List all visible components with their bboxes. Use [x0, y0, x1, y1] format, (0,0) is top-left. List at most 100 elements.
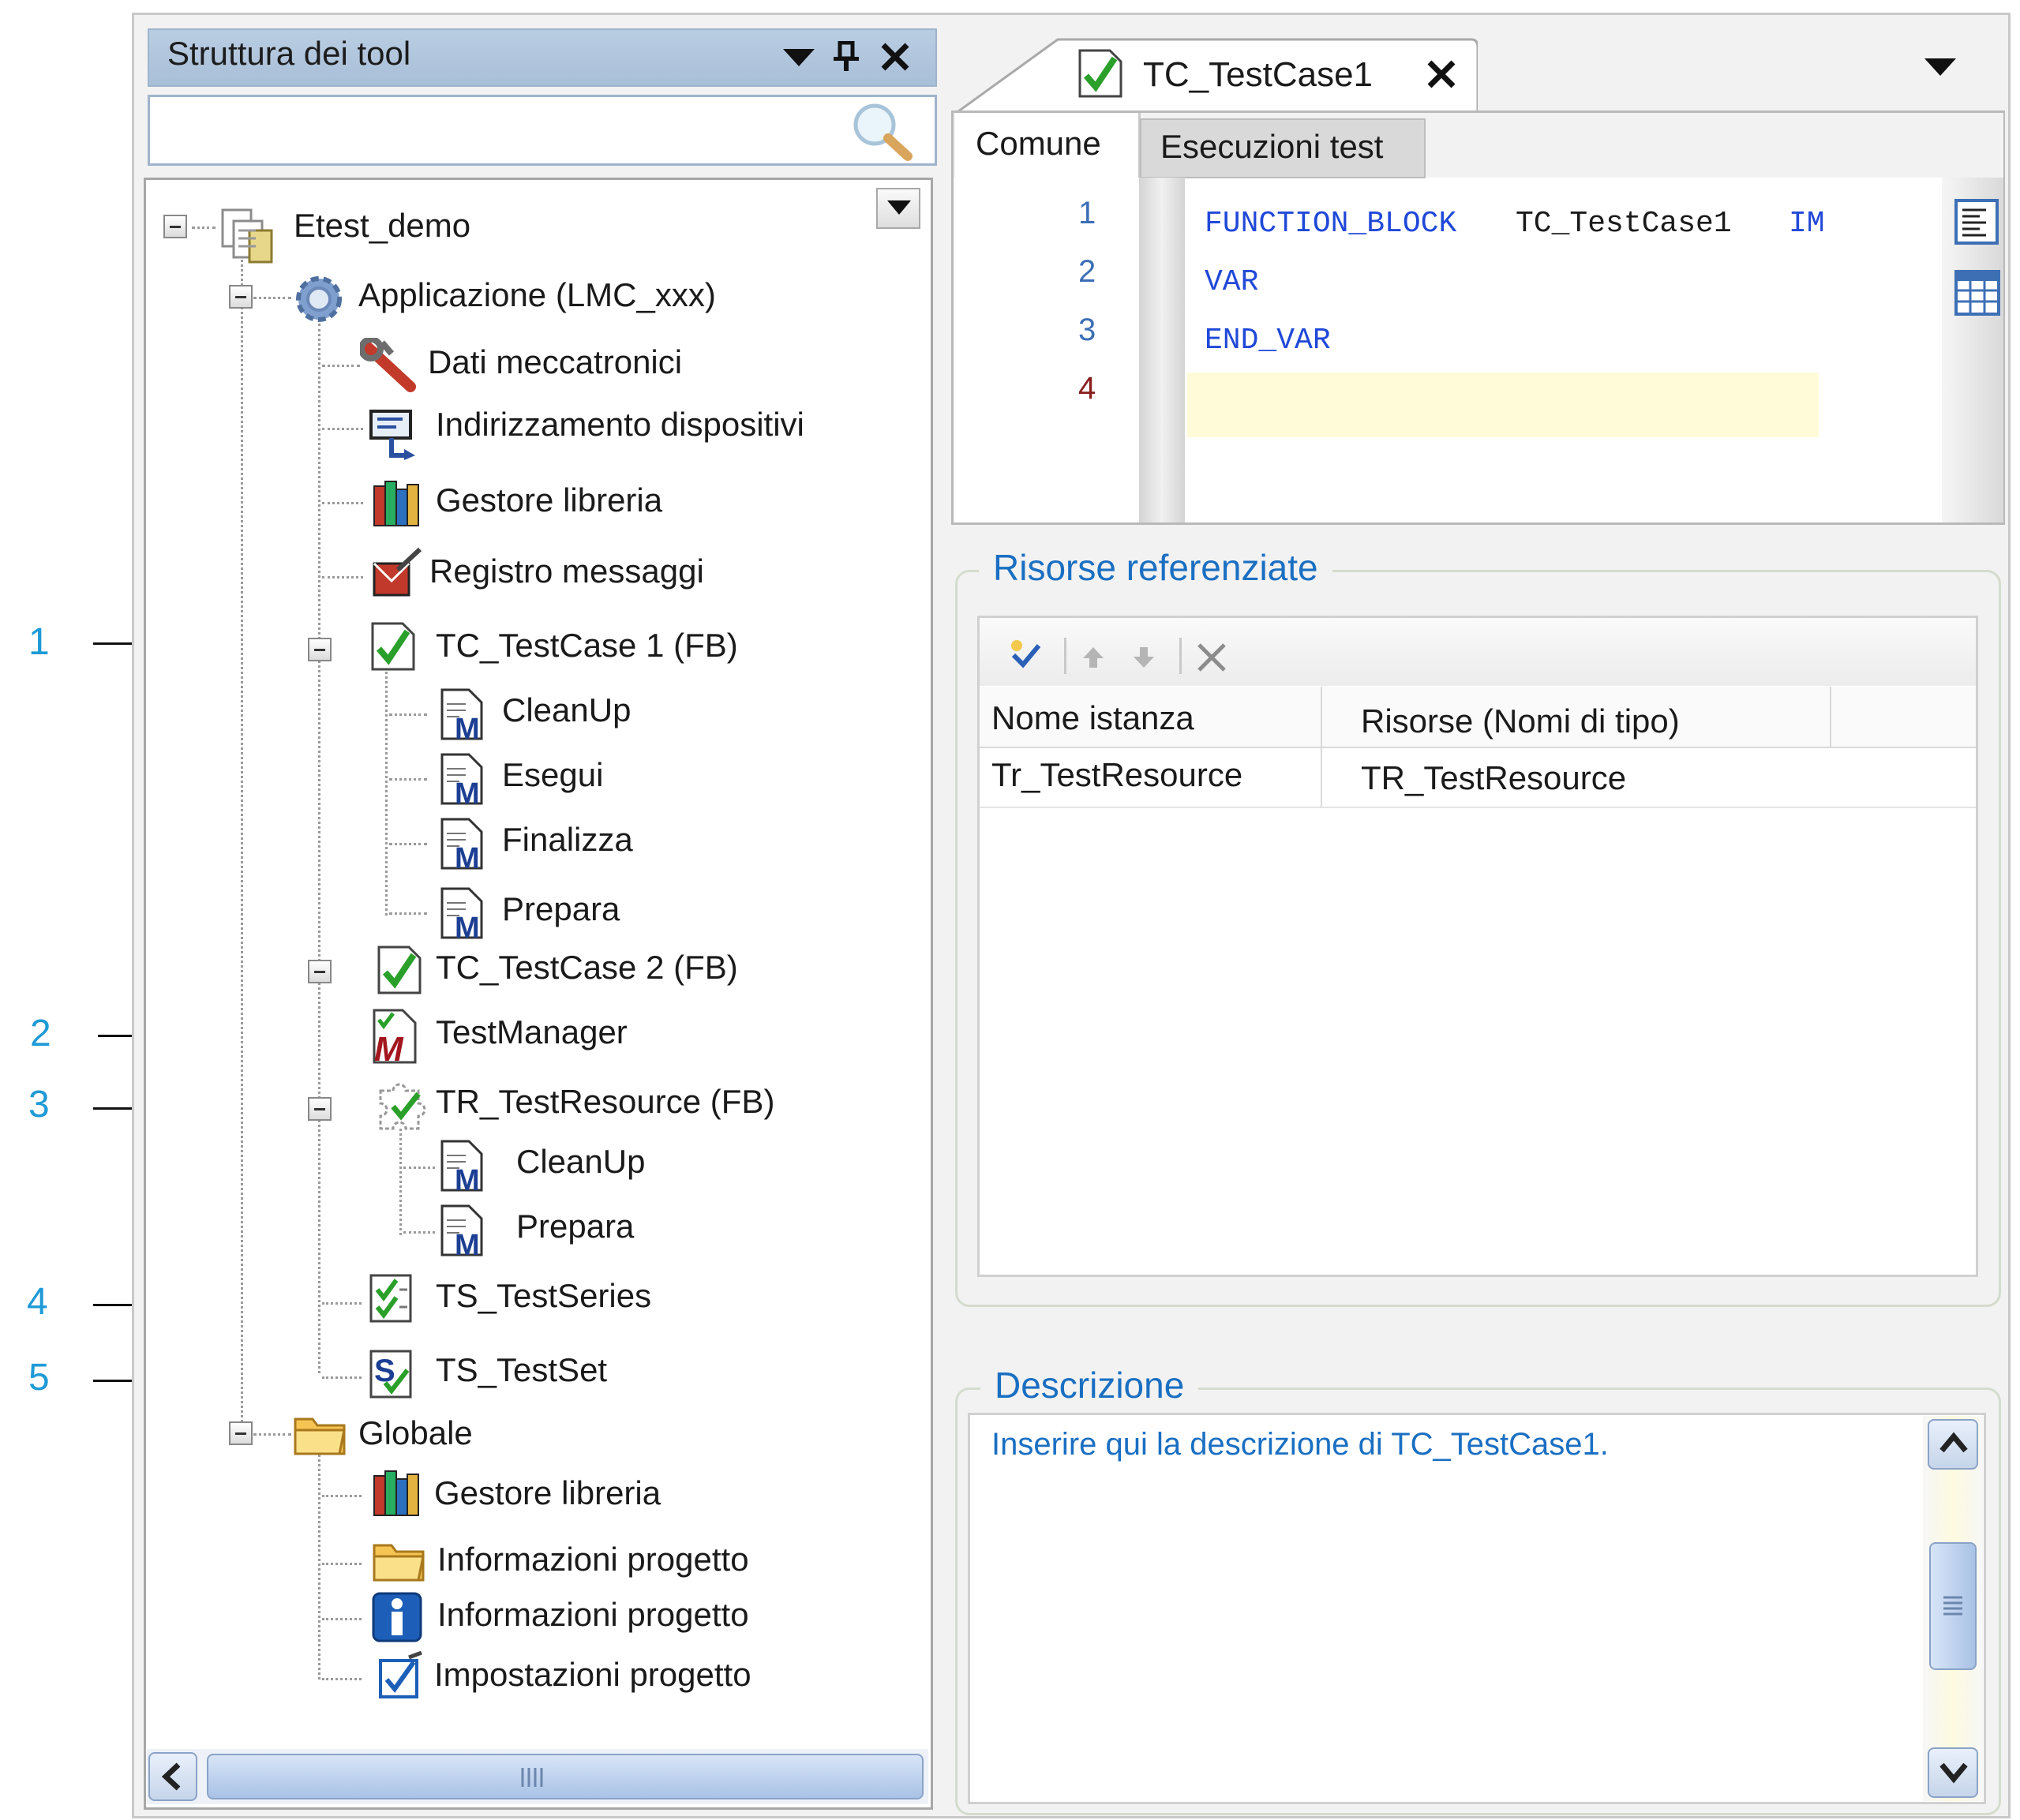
expander-globale[interactable] — [229, 1421, 253, 1445]
description-group — [955, 1387, 2001, 1815]
method-icon: M — [440, 753, 483, 805]
code-block-name: TC_TestCase1 — [1516, 207, 1732, 241]
expander-application[interactable] — [229, 285, 253, 309]
line-number-2: 2 — [1078, 254, 1096, 289]
method-icon: M — [440, 688, 483, 740]
close-pane-icon[interactable] — [879, 41, 911, 73]
horizontal-scroll-thumb[interactable] — [207, 1754, 924, 1799]
tree-item-testseries[interactable]: TS_TestSeries — [436, 1277, 652, 1314]
tree-item-prepara-2[interactable]: Prepara — [516, 1208, 635, 1245]
tree-item-registro-messaggi[interactable]: Registro messaggi — [429, 552, 704, 590]
editor-tab-title: TC_TestCase1 — [1143, 55, 1374, 94]
tree-item-cleanup-2[interactable]: CleanUp — [516, 1143, 646, 1180]
cell-resource-type: TR_TestResource — [1361, 759, 1627, 796]
folder-icon — [373, 1544, 425, 1582]
tree-line — [241, 237, 243, 1436]
tab-esecuzioni-test-label: Esecuzioni test — [1160, 128, 1384, 165]
svg-text:M: M — [455, 1164, 480, 1192]
delete-icon[interactable] — [1195, 641, 1228, 674]
expander-testresource[interactable] — [308, 1097, 332, 1121]
search-icon[interactable] — [851, 101, 914, 161]
method-icon: M — [440, 1204, 483, 1256]
pane-menu-arrow-icon[interactable] — [781, 47, 816, 68]
tab-esecuzioni-test[interactable] — [1140, 118, 1426, 178]
move-down-icon[interactable] — [1130, 644, 1157, 671]
tree-item-impostazioni[interactable]: Impostazioni progetto — [434, 1656, 751, 1693]
tree-item-info-progetto-2[interactable]: Informazioni progetto — [437, 1596, 749, 1633]
tree-line — [322, 1678, 362, 1680]
grid-column-divider — [1830, 687, 1831, 747]
move-up-icon[interactable] — [1080, 644, 1107, 671]
tree-line — [389, 912, 427, 915]
resources-group — [955, 570, 2001, 1307]
expander-testcase1[interactable] — [308, 638, 332, 661]
wrench-icon — [360, 338, 416, 392]
column-header-instance-name[interactable]: Nome istanza — [991, 699, 1194, 736]
tree-item-application[interactable]: Applicazione (LMC_xxx) — [358, 276, 716, 313]
tree-item-globale[interactable]: Globale — [358, 1414, 473, 1451]
scroll-down-button[interactable] — [1928, 1747, 1978, 1798]
svg-text:S: S — [374, 1354, 395, 1388]
pin-icon[interactable] — [832, 41, 860, 73]
tree-item-dati-meccatronici[interactable]: Dati meccatronici — [428, 343, 683, 380]
tree-item-esegui[interactable]: Esegui — [502, 756, 604, 793]
tree-item-testresource[interactable]: TR_TestResource (FB) — [436, 1083, 775, 1120]
tree-line — [322, 365, 360, 367]
tree-line — [322, 1302, 362, 1305]
description-text: Inserire qui la descrizione di TC_TestCa… — [991, 1427, 1609, 1462]
chevron-left-icon — [161, 1762, 181, 1791]
tree-line — [253, 1433, 291, 1436]
tree-item-info-progetto-1[interactable]: Informazioni progetto — [437, 1541, 749, 1578]
scroll-left-button[interactable] — [148, 1752, 197, 1801]
tree-item-gestore-libreria-glob[interactable]: Gestore libreria — [434, 1474, 661, 1511]
expander-root[interactable] — [163, 215, 187, 238]
svg-text:M: M — [455, 912, 480, 939]
tree-line — [399, 1129, 402, 1235]
table-view-icon[interactable] — [1953, 268, 2002, 317]
tree-line — [322, 1618, 362, 1620]
vertical-scroll-thumb[interactable] — [1929, 1542, 1977, 1670]
resources-title: Risorse referenziate — [979, 546, 1332, 589]
table-row[interactable] — [980, 748, 1976, 808]
tree-item-gestore-libreria-app[interactable]: Gestore libreria — [436, 481, 663, 519]
expander-testcase2[interactable] — [308, 960, 332, 983]
tree-item-root[interactable]: Etest_demo — [294, 207, 471, 244]
close-tab-icon[interactable] — [1426, 58, 1457, 90]
tree-line — [322, 1563, 362, 1565]
code-keyword-var: VAR — [1205, 265, 1259, 299]
method-icon: M — [440, 887, 483, 939]
grid-header-row — [980, 687, 1976, 748]
library-icon — [373, 1470, 419, 1516]
project-icon — [221, 208, 273, 264]
scroll-up-button[interactable] — [1928, 1419, 1978, 1470]
tree-item-testcase1[interactable]: TC_TestCase 1 (FB) — [436, 627, 738, 664]
search-input[interactable] — [148, 95, 937, 166]
tree-item-cleanup-1[interactable]: CleanUp — [502, 691, 631, 728]
tree-item-testmanager[interactable]: TestManager — [436, 1013, 628, 1050]
tab-list-dropdown-icon[interactable] — [1923, 57, 1958, 77]
column-header-resource-type[interactable]: Risorse (Nomi di tipo) — [1361, 702, 1680, 740]
tree-line — [192, 227, 215, 229]
text-view-icon[interactable] — [1953, 197, 2000, 246]
chevron-down-icon — [887, 200, 911, 215]
svg-text:M: M — [455, 842, 480, 870]
tree-item-testcase2[interactable]: TC_TestCase 2 (FB) — [436, 949, 738, 986]
description-textarea[interactable] — [968, 1413, 1986, 1804]
tree-item-indirizzamento[interactable]: Indirizzamento dispositivi — [436, 406, 804, 443]
tree-line — [322, 1376, 362, 1379]
tree-item-finalizza[interactable]: Finalizza — [502, 821, 633, 858]
tab-comune-label: Comune — [976, 125, 1101, 162]
tool-pane-title: Struttura dei tool — [167, 35, 411, 72]
add-resource-icon[interactable] — [1007, 638, 1044, 674]
tree-item-prepara-1[interactable]: Prepara — [502, 890, 620, 927]
tree-line — [389, 713, 427, 716]
testset-icon: S — [369, 1350, 412, 1399]
library-icon — [373, 481, 419, 526]
tree-line — [385, 663, 388, 916]
code-keyword-implements: IM — [1789, 207, 1825, 241]
tree-line — [322, 576, 363, 579]
settings-check-icon — [379, 1651, 422, 1698]
tab-comune[interactable] — [955, 113, 1141, 178]
tree-line — [403, 1167, 435, 1169]
tree-item-testset[interactable]: TS_TestSet — [436, 1351, 608, 1388]
